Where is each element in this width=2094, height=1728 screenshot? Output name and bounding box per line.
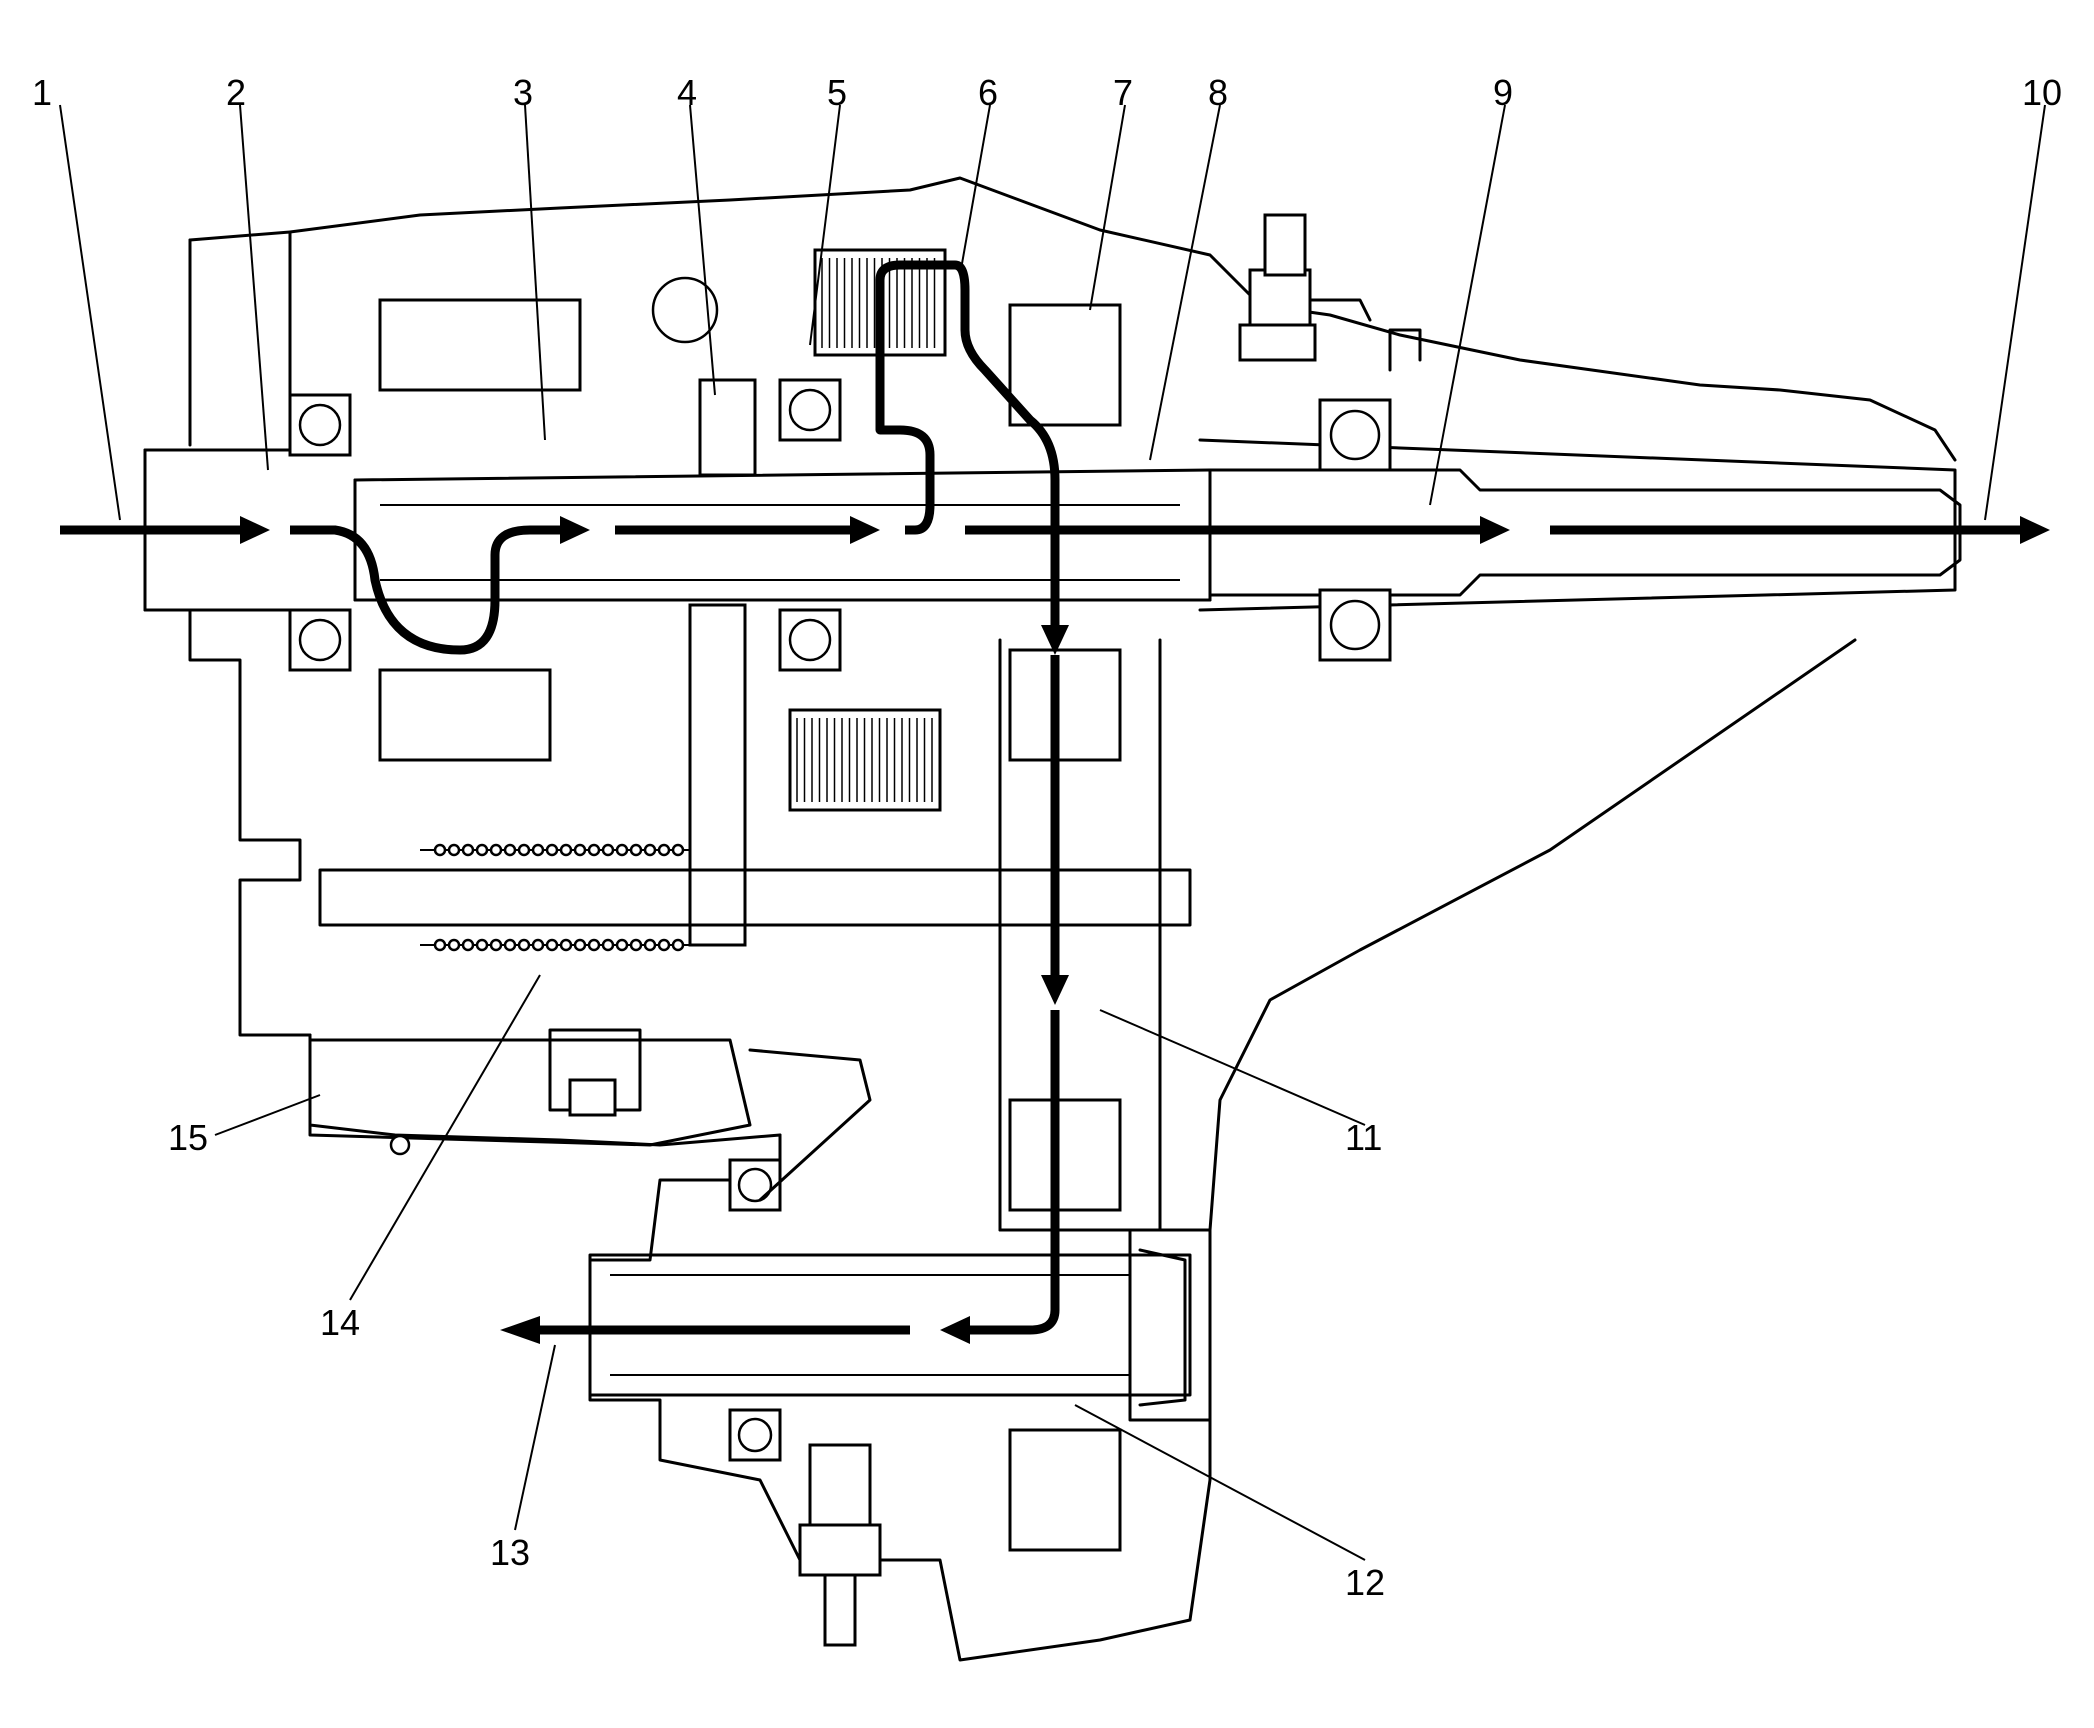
chain-link bbox=[475, 938, 489, 952]
callout-2: 2 bbox=[226, 72, 246, 113]
speed-sensor-lower bbox=[798, 1443, 882, 1647]
bearings bbox=[288, 378, 1392, 1462]
chain-link bbox=[461, 843, 475, 857]
clutch-pack-lower bbox=[788, 708, 942, 812]
callout-3: 3 bbox=[513, 72, 533, 113]
chain-link bbox=[615, 843, 629, 857]
speed-sensor-upper bbox=[1263, 213, 1307, 277]
callout-1: 1 bbox=[32, 72, 52, 113]
chain-link bbox=[643, 938, 657, 952]
power-flow-path bbox=[60, 260, 2050, 1344]
chain-link bbox=[517, 938, 531, 952]
chain-link bbox=[489, 938, 503, 952]
chain-link bbox=[545, 938, 559, 952]
chain-link bbox=[573, 938, 587, 952]
counter-shaft bbox=[318, 843, 1192, 952]
gears-and-blocks bbox=[378, 268, 1317, 1552]
chain-link bbox=[601, 843, 615, 857]
callout-4: 4 bbox=[677, 72, 697, 113]
chain-link bbox=[433, 938, 447, 952]
front-output-shaft bbox=[588, 1253, 1192, 1397]
callout-5: 5 bbox=[827, 72, 847, 113]
callout-labels: 1 2 3 4 5 6 7 8 9 10 11 12 13 14 15 bbox=[32, 72, 2062, 1603]
callout-14: 14 bbox=[320, 1302, 360, 1343]
callout-6: 6 bbox=[978, 72, 998, 113]
chain-link bbox=[671, 843, 685, 857]
chain-link bbox=[433, 843, 447, 857]
chain-link bbox=[475, 843, 489, 857]
callout-10: 10 bbox=[2022, 72, 2062, 113]
callout-12: 12 bbox=[1345, 1562, 1385, 1603]
chain-link bbox=[503, 843, 517, 857]
chain-link bbox=[559, 843, 573, 857]
chain-link bbox=[657, 843, 671, 857]
chain-link bbox=[559, 938, 573, 952]
callout-11: 11 bbox=[1345, 1117, 1382, 1158]
chain-link bbox=[601, 938, 615, 952]
chain-link bbox=[447, 843, 461, 857]
chain-link bbox=[517, 843, 531, 857]
callout-15: 15 bbox=[168, 1117, 208, 1158]
chain-link bbox=[489, 843, 503, 857]
chain-link bbox=[531, 938, 545, 952]
chain-link bbox=[629, 938, 643, 952]
leader-lines bbox=[59, 104, 2046, 1561]
chain-link bbox=[587, 843, 601, 857]
chain-link bbox=[671, 938, 685, 952]
callout-8: 8 bbox=[1208, 72, 1228, 113]
chain-link bbox=[573, 843, 587, 857]
chain-link bbox=[587, 938, 601, 952]
chain-link bbox=[503, 938, 517, 952]
chain-link bbox=[615, 938, 629, 952]
chain-link bbox=[643, 843, 657, 857]
chain-link bbox=[461, 938, 475, 952]
chain-link bbox=[531, 843, 545, 857]
chain-link bbox=[447, 938, 461, 952]
chain-link bbox=[657, 938, 671, 952]
chain-link bbox=[629, 843, 643, 857]
motor-encoder-assembly bbox=[308, 1028, 872, 1202]
callout-9: 9 bbox=[1493, 72, 1513, 113]
callout-13: 13 bbox=[490, 1532, 530, 1573]
callout-7: 7 bbox=[1113, 72, 1133, 113]
chain-link bbox=[545, 843, 559, 857]
